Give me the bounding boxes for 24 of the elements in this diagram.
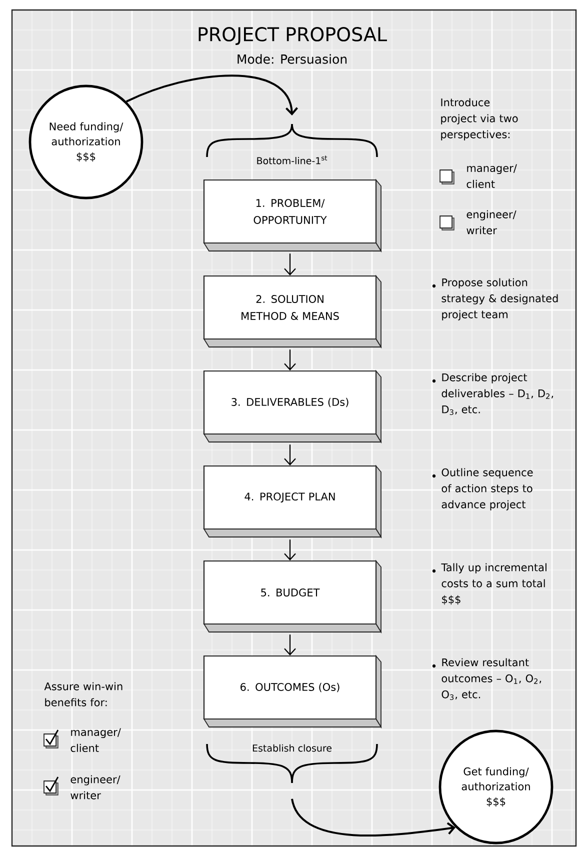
- arrow: [284, 254, 296, 276]
- circle-node: Get funding/ authorization $$$: [438, 730, 554, 844]
- arrow: [284, 444, 296, 466]
- note: Propose solution strategy & designated project team: [442, 278, 558, 320]
- note: Assure win-win benefits for:: [44, 682, 122, 706]
- note: Tally up incremental costs to a sum total $$$: [441, 563, 546, 605]
- list-item: manager/ client: [70, 728, 121, 752]
- list-item: engineer/ writer: [466, 210, 516, 234]
- note: Describe project deliverables – D$_{1}$, D$_{2}$, D$_{3}$, etc.: [442, 373, 554, 415]
- arrow: [284, 634, 296, 656]
- title: PROJECT PROPOSAL: [198, 27, 387, 45]
- list-item: manager/ client: [466, 164, 517, 188]
- arrow: [284, 350, 296, 370]
- circle-node: Need funding/ authorization $$$: [28, 84, 144, 200]
- curly-brace: Bottom-line-1$^{st}$: [206, 123, 378, 164]
- note: Introduce project via two perspectives:: [441, 98, 518, 140]
- note: Outline sequence of action steps to advance project: [442, 468, 533, 510]
- list-item: engineer/ writer: [70, 775, 120, 800]
- curly-brace: Establish closure: [206, 744, 378, 784]
- subtitle: Mode: Persuasion: [238, 54, 347, 64]
- arrow: [284, 540, 296, 560]
- arrow: [126, 74, 298, 116]
- note: Review resultant outcomes – O$_{1}$, O$_{2}$, O$_{3}$, etc.: [442, 658, 542, 700]
- arrow: [291, 798, 456, 836]
